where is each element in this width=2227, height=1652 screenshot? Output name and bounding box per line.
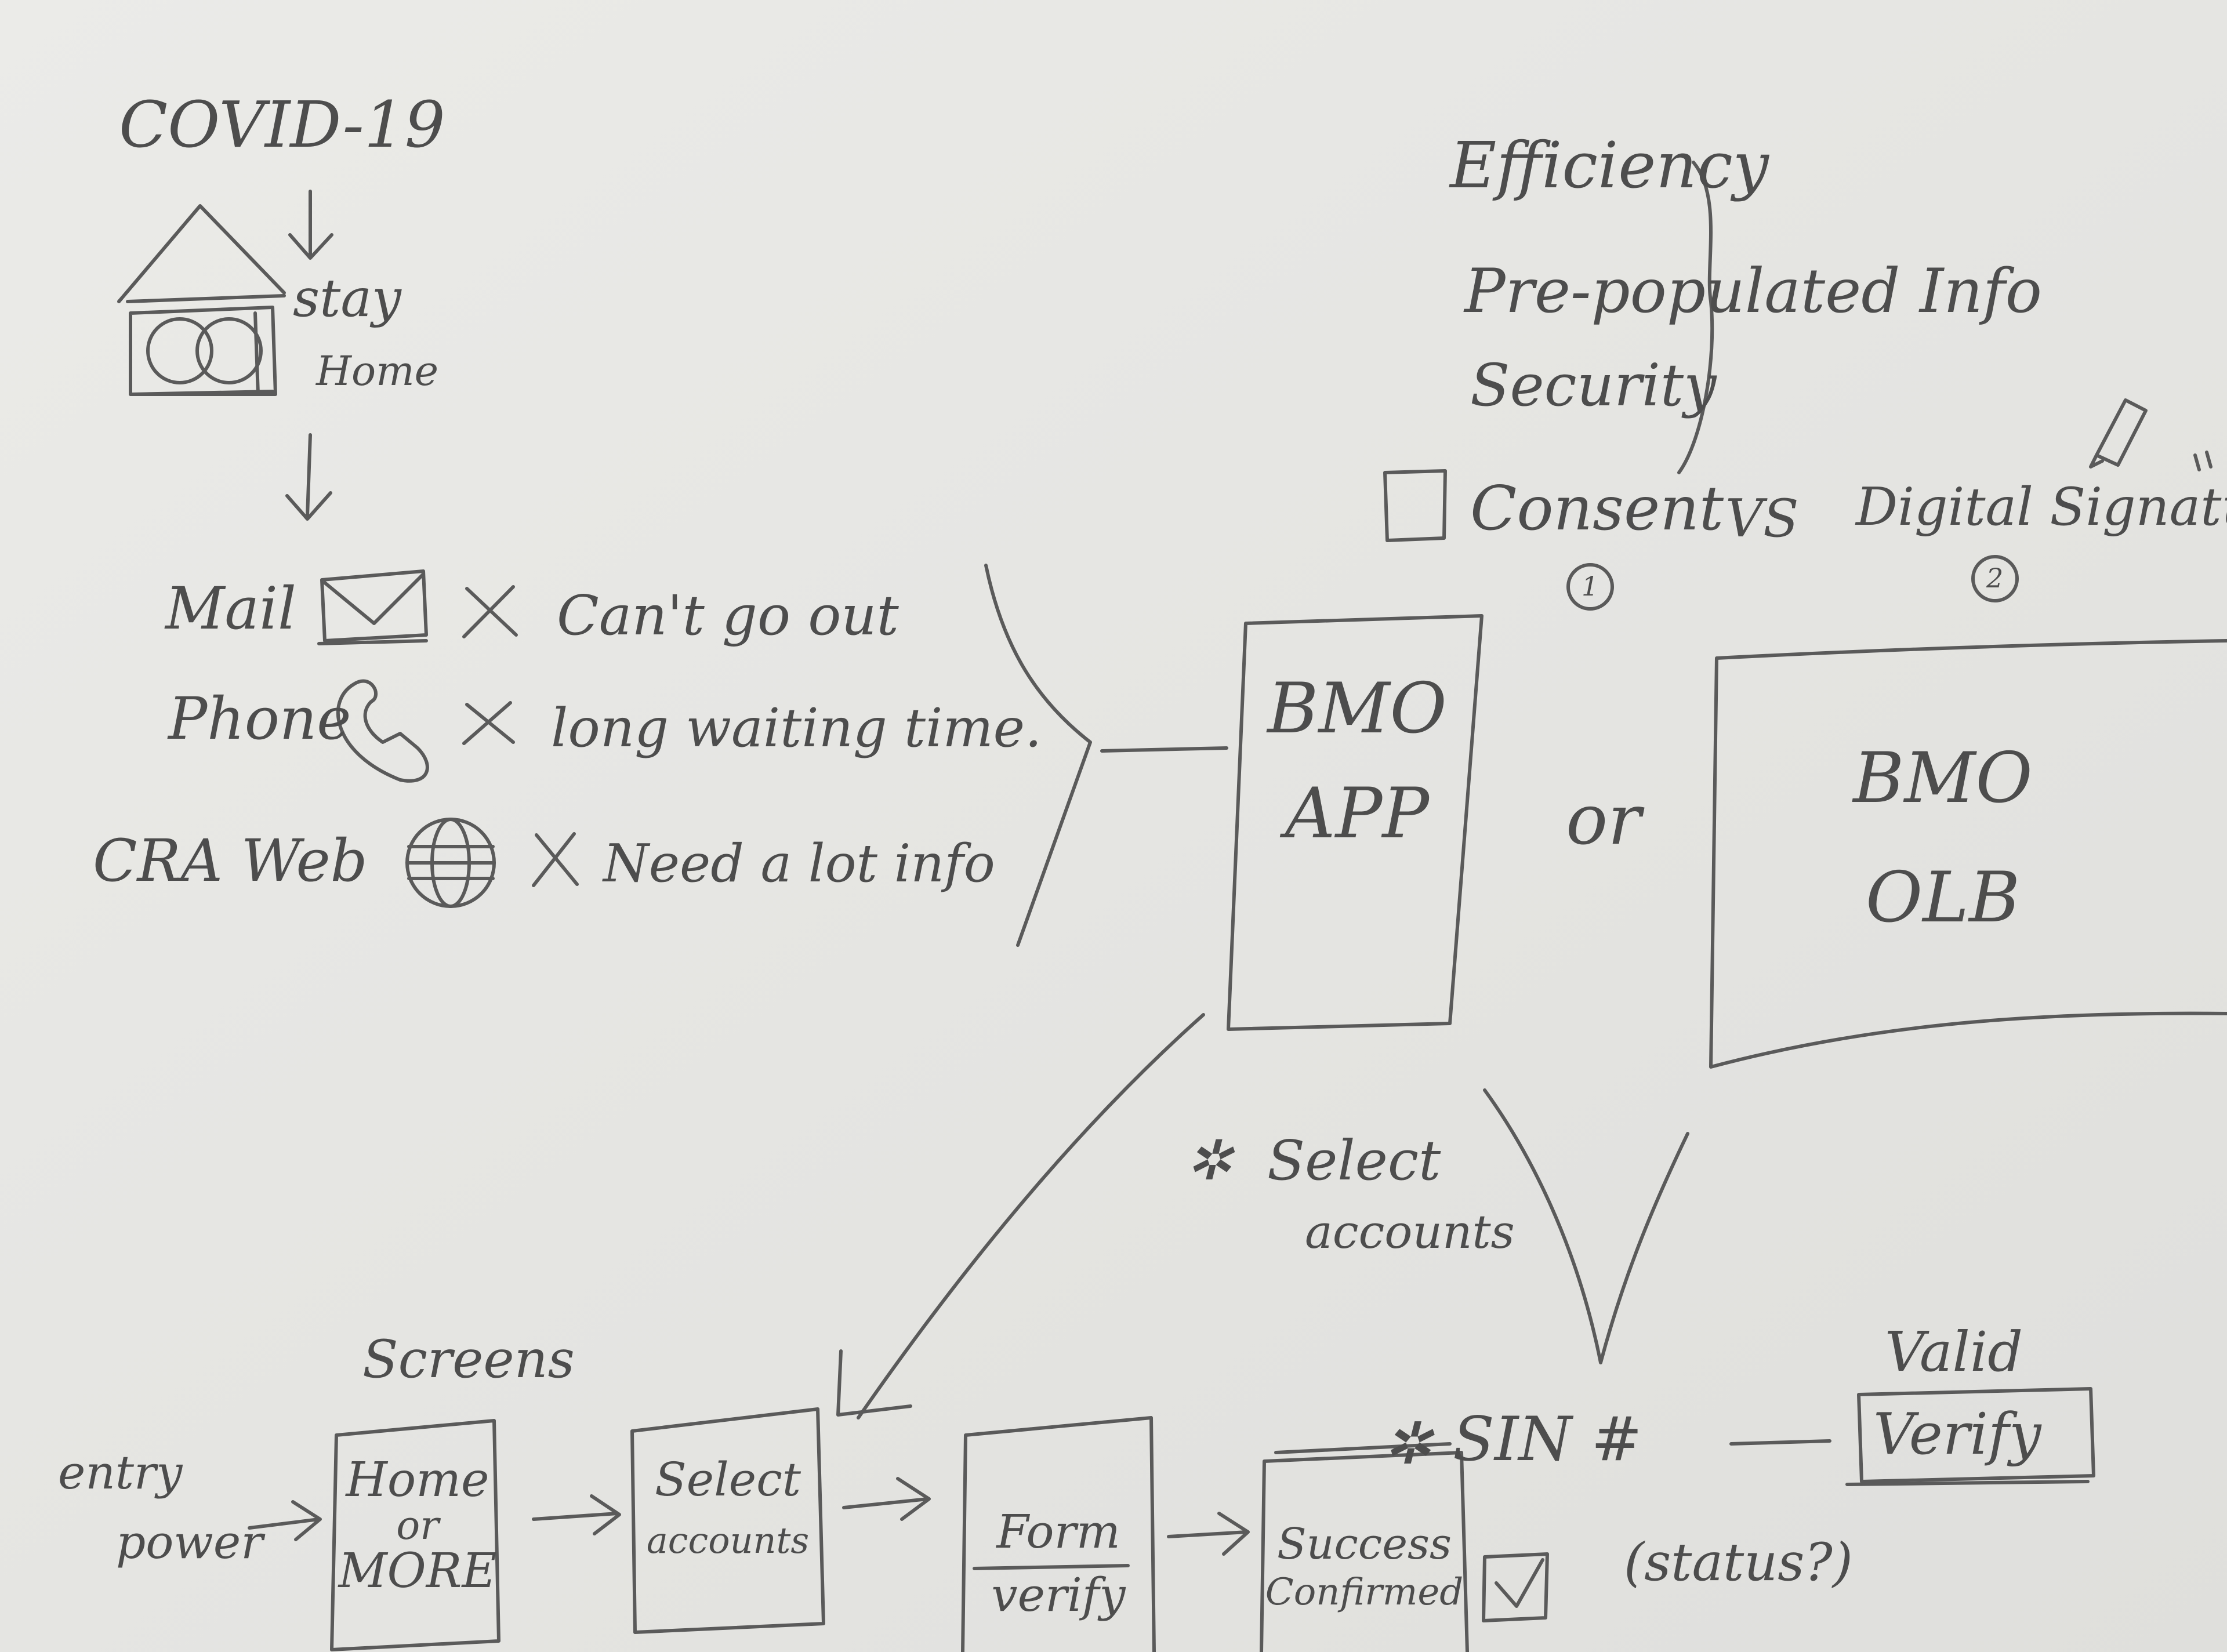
option-web-label: CRA Web: [93, 827, 368, 895]
arrow-app-to-flow: [857, 1013, 1205, 1419]
bmo-app-line1: BMO: [1267, 669, 1447, 749]
olb-checkmark: [1483, 1088, 1689, 1364]
bmo-app-label: BMO APP: [1247, 673, 1467, 851]
bmo-olb-box: [1709, 639, 2227, 1069]
select-note-line2: accounts: [1305, 1205, 1515, 1259]
screen-home-line3: MORE: [338, 1544, 497, 1599]
bmo-app-line2: APP: [1285, 774, 1430, 854]
arrow-app-to-flow-head: [836, 1349, 912, 1417]
vs-label: VS: [1725, 488, 1799, 549]
number-circle-1: [1566, 563, 1614, 611]
verify-box: [1857, 1387, 2095, 1483]
quote-marks: [2193, 451, 2213, 471]
cross-mail: [462, 585, 518, 638]
arrow-select-to-form: [842, 1477, 931, 1521]
house-icon: [117, 204, 286, 396]
screen-home-text: Home or MORE: [336, 1455, 499, 1597]
screen-success-text: Success Confirmed: [1264, 1522, 1464, 1612]
bmo-app-box: [1227, 614, 1484, 1031]
entry-label-line1: entry: [58, 1446, 183, 1499]
options-bracket: [984, 564, 1092, 947]
globe-icon: [405, 818, 496, 908]
number-circle-2: [1971, 555, 2019, 602]
principle-efficiency: Efficiency: [1450, 128, 1769, 202]
screen-form-line2: verify: [991, 1568, 1126, 1622]
phone-icon: [336, 679, 429, 783]
screen-home-line2: or: [396, 1503, 439, 1549]
screen-form-text: Form verify: [969, 1508, 1148, 1620]
arrow-home-to-select: [532, 1494, 621, 1535]
option-phone-issue: long waiting time.: [551, 697, 1042, 759]
sin-connector: [1729, 1439, 1831, 1446]
screen-select-text: Select accounts: [635, 1453, 821, 1562]
form-divider: [973, 1564, 1130, 1570]
select-note-line1: Select: [1267, 1129, 1441, 1193]
bmo-olb-line2: OLB: [1865, 858, 2021, 938]
arrow-home-down: [285, 433, 332, 521]
sin-star: ✲: [1383, 1410, 1432, 1477]
bracket-connector: [1100, 746, 1228, 753]
sin-label: SIN #: [1453, 1404, 1642, 1475]
verify-underline: [1845, 1480, 2090, 1486]
cross-web: [532, 832, 579, 887]
screen-form-line1: Form: [996, 1505, 1120, 1559]
option-mail-label: Mail: [165, 575, 296, 642]
verify-label: Verify: [1873, 1402, 2041, 1468]
screen-success-line1: Success: [1277, 1519, 1452, 1569]
screen-box-success-back: [1274, 1442, 1452, 1454]
screen-box-form: [961, 1416, 1156, 1652]
screen-box-home: [330, 1419, 500, 1651]
consent-label: Consent: [1470, 473, 1724, 544]
cross-phone: [462, 701, 515, 745]
covid-title: COVID-19: [119, 88, 445, 162]
home-label: Home: [316, 347, 438, 395]
pencil-icon: [2089, 398, 2148, 469]
number-1: 1: [1582, 571, 1599, 602]
select-note-star: ✲: [1186, 1129, 1232, 1193]
number-2: 2: [1986, 562, 2004, 594]
screen-select-line1: Select: [654, 1453, 801, 1506]
screens-label: Screens: [362, 1329, 575, 1390]
entry-label-line2: power: [116, 1515, 263, 1569]
mail-icon: [317, 569, 428, 645]
screen-success-line2: Confirmed: [1265, 1570, 1464, 1614]
arrow-covid-down: [288, 190, 333, 260]
status-label: (status?): [1624, 1532, 1853, 1593]
digital-signature-label: Digital Signature: [1856, 477, 2227, 538]
screen-box-select: [630, 1407, 825, 1634]
screen-select-line2: accounts: [646, 1519, 810, 1562]
screen-home-line1: Home: [346, 1453, 489, 1508]
consent-checkbox: [1383, 469, 1447, 542]
arrow-entry-to-home: [248, 1500, 322, 1541]
screen-box-success: [1260, 1451, 1469, 1652]
valid-label: Valid: [1885, 1320, 2023, 1384]
option-web-issue: Need a lot info: [603, 833, 995, 894]
bmo-olb-label: BMO OLB: [1798, 742, 2088, 935]
option-mail-issue: Can't go out: [557, 584, 899, 648]
or-label: or: [1566, 780, 1641, 861]
principles-brace: [1677, 161, 1714, 474]
option-phone-label: Phone: [168, 685, 351, 753]
principle-security: Security: [1470, 351, 1717, 419]
principle-prepopulated: Pre-populated Info: [1464, 256, 2043, 326]
bmo-olb-line1: BMO: [1853, 738, 2033, 819]
stay-label: stay: [293, 268, 401, 329]
arrow-form-to-success: [1167, 1512, 1250, 1556]
confirmed-checkbox: [1482, 1552, 1549, 1622]
